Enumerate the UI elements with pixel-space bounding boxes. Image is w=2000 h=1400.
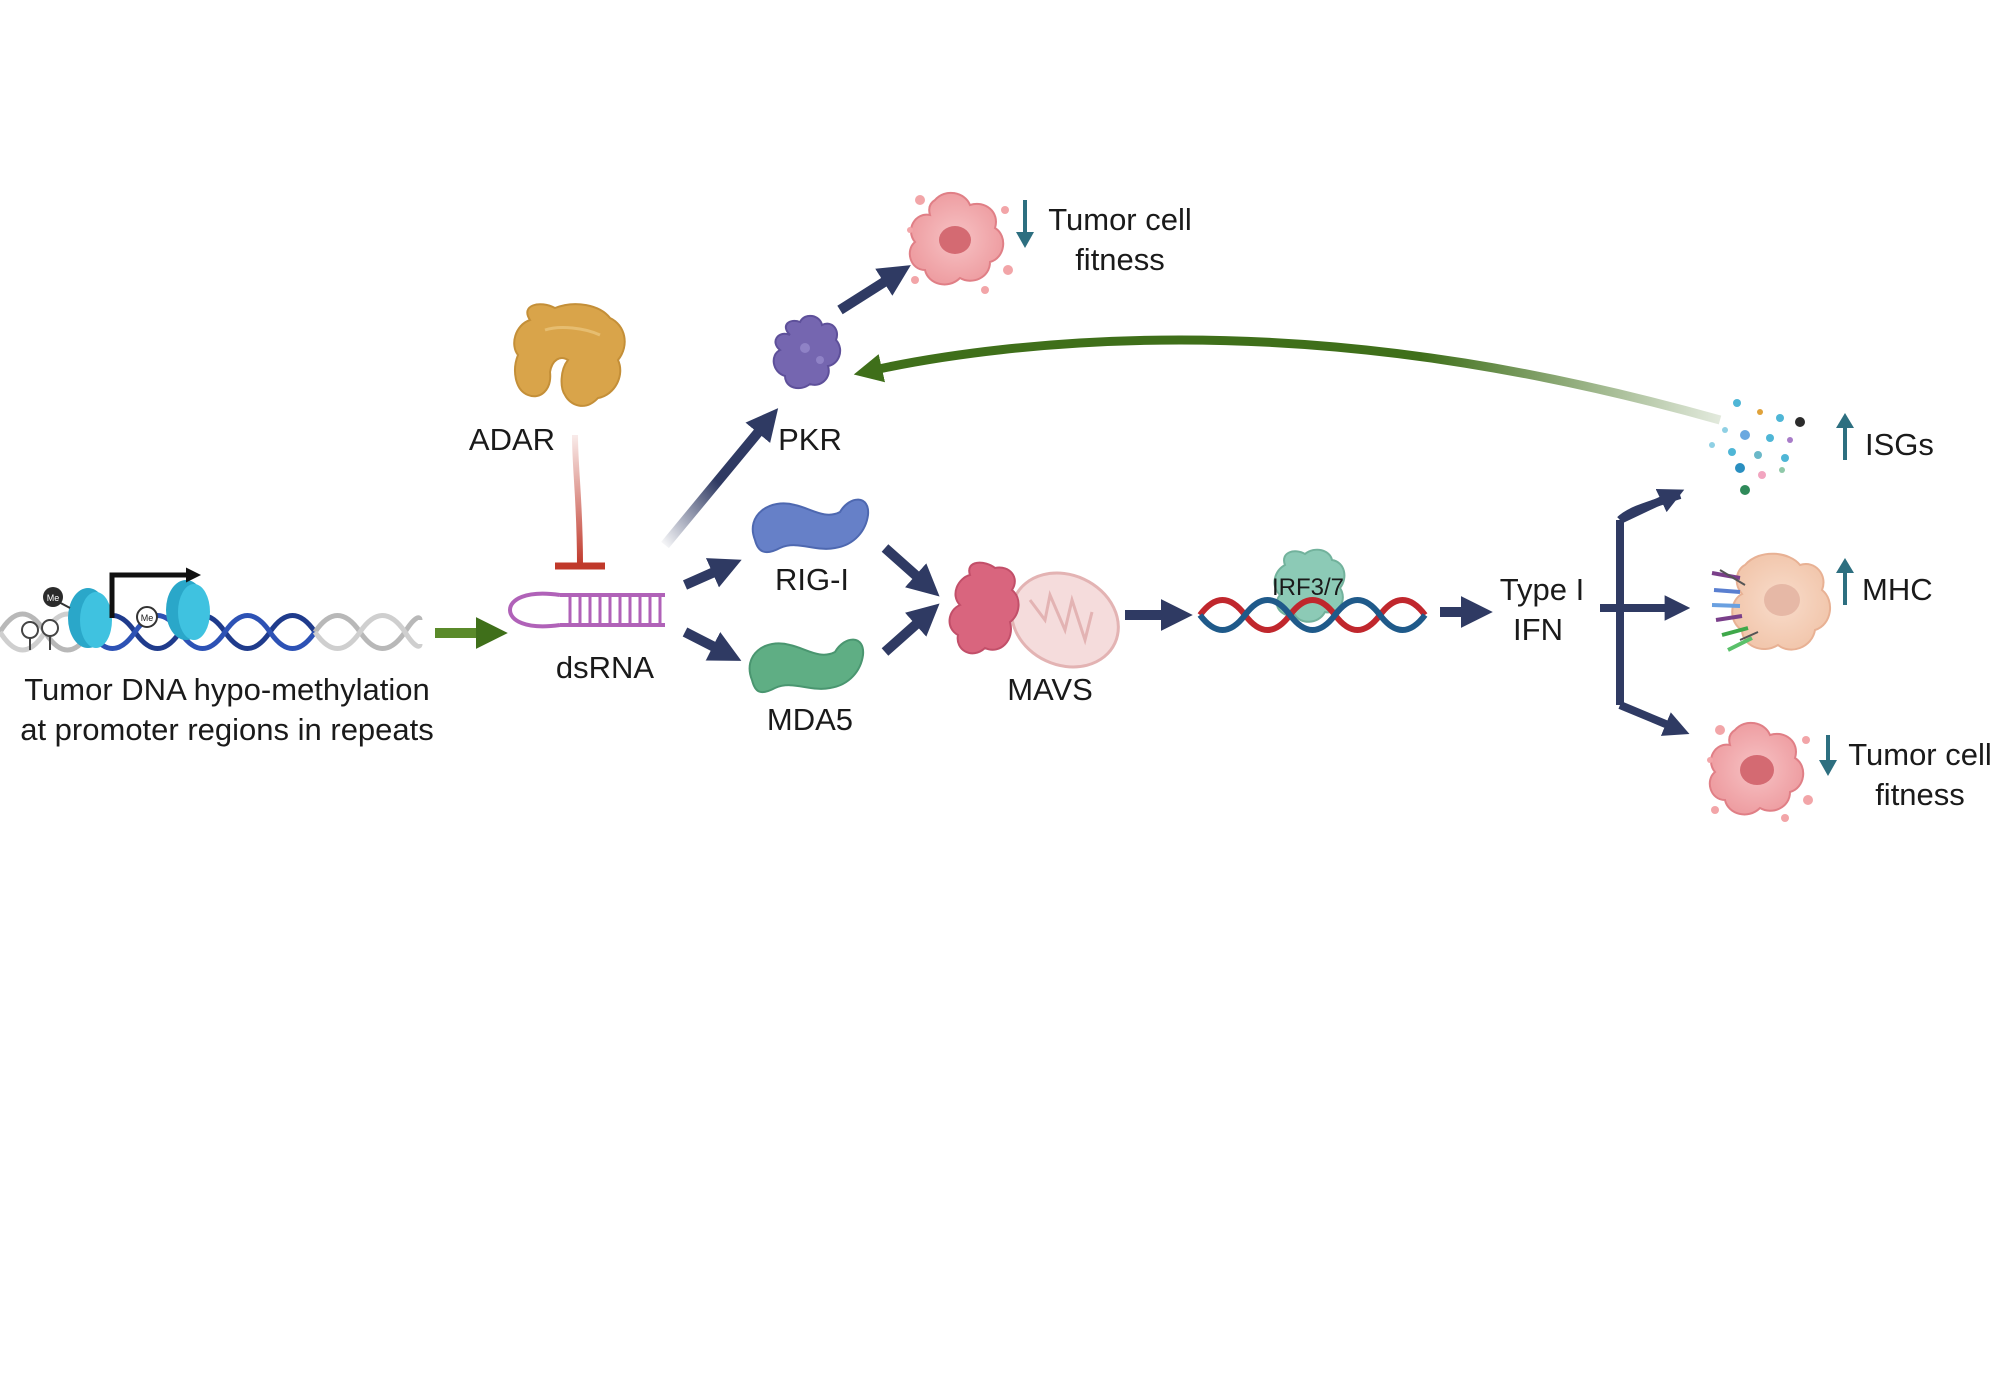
adar-protein-icon (513, 303, 626, 407)
mitochondrion-icon (1010, 571, 1120, 669)
dsrna-to-pkr-arrow (661, 408, 779, 549)
rigi-to-mavs-arrow (881, 544, 940, 597)
mavs-protein-icon (948, 561, 1020, 655)
pkr-to-tumor-arrow (837, 265, 911, 315)
dna-helix-icon (0, 611, 423, 653)
svg-text:Me: Me (141, 613, 154, 623)
mhc-cell-icon (1711, 552, 1831, 652)
down-arrow-head (1016, 232, 1034, 248)
adar-label: ADAR (469, 422, 555, 457)
irf-label: IRF3/7 (1272, 574, 1344, 601)
methyl-tag-icon: Me Me (21, 587, 158, 650)
chromatin-dna-icon: Me Me (0, 567, 423, 653)
bottom-outcome-line1: Tumor cell (1848, 737, 1992, 772)
dna-caption-line1: Tumor DNA hypo-methylation (24, 672, 429, 707)
pkr-label: PKR (778, 422, 842, 457)
rigi-protein-icon (751, 498, 870, 554)
svg-text:Me: Me (47, 593, 60, 603)
ifn-branch-arrows (1600, 488, 1691, 736)
ifn-label-line2: IFN (1513, 612, 1563, 647)
dsrna-to-mda5-arrow (682, 627, 742, 661)
mda5-label: MDA5 (767, 702, 853, 737)
top-outcome-line1: Tumor cell (1048, 202, 1192, 237)
bottom-outcome-line2: fitness (1875, 777, 1965, 812)
up-arrow-head (1836, 558, 1854, 573)
ifn-label-line1: Type I (1500, 572, 1584, 607)
pkr-protein-icon (772, 314, 842, 390)
isg-to-pkr-feedback-arrow (853, 335, 1722, 425)
up-arrow-head (1836, 413, 1854, 428)
down-arrow-head (1819, 760, 1837, 776)
dna-helix-icon (1197, 597, 1428, 633)
dsrna-to-rigi-arrow (682, 558, 742, 590)
top-outcome-line2: fitness (1075, 242, 1165, 277)
adar-inhibition-line (572, 434, 583, 566)
tumor-cell-icon (907, 191, 1013, 294)
rigi-label: RIG-I (775, 562, 849, 597)
mhc-label: MHC (1862, 572, 1933, 607)
dsrna-hairpin-icon (507, 591, 665, 629)
isgs-label: ISGs (1865, 427, 1934, 462)
transcription-arrow-icon (109, 567, 201, 618)
mda5-protein-icon (748, 638, 865, 694)
dsrna-label: dsRNA (556, 650, 655, 685)
tumor-cell-icon (1707, 721, 1813, 822)
isg-dots-icon (1709, 399, 1805, 495)
nucleosome-icon (68, 580, 210, 648)
mda5-to-mavs-arrow (881, 603, 940, 656)
dna-caption-line2: at promoter regions in repeats (20, 712, 434, 747)
mavs-label: MAVS (1007, 672, 1093, 707)
